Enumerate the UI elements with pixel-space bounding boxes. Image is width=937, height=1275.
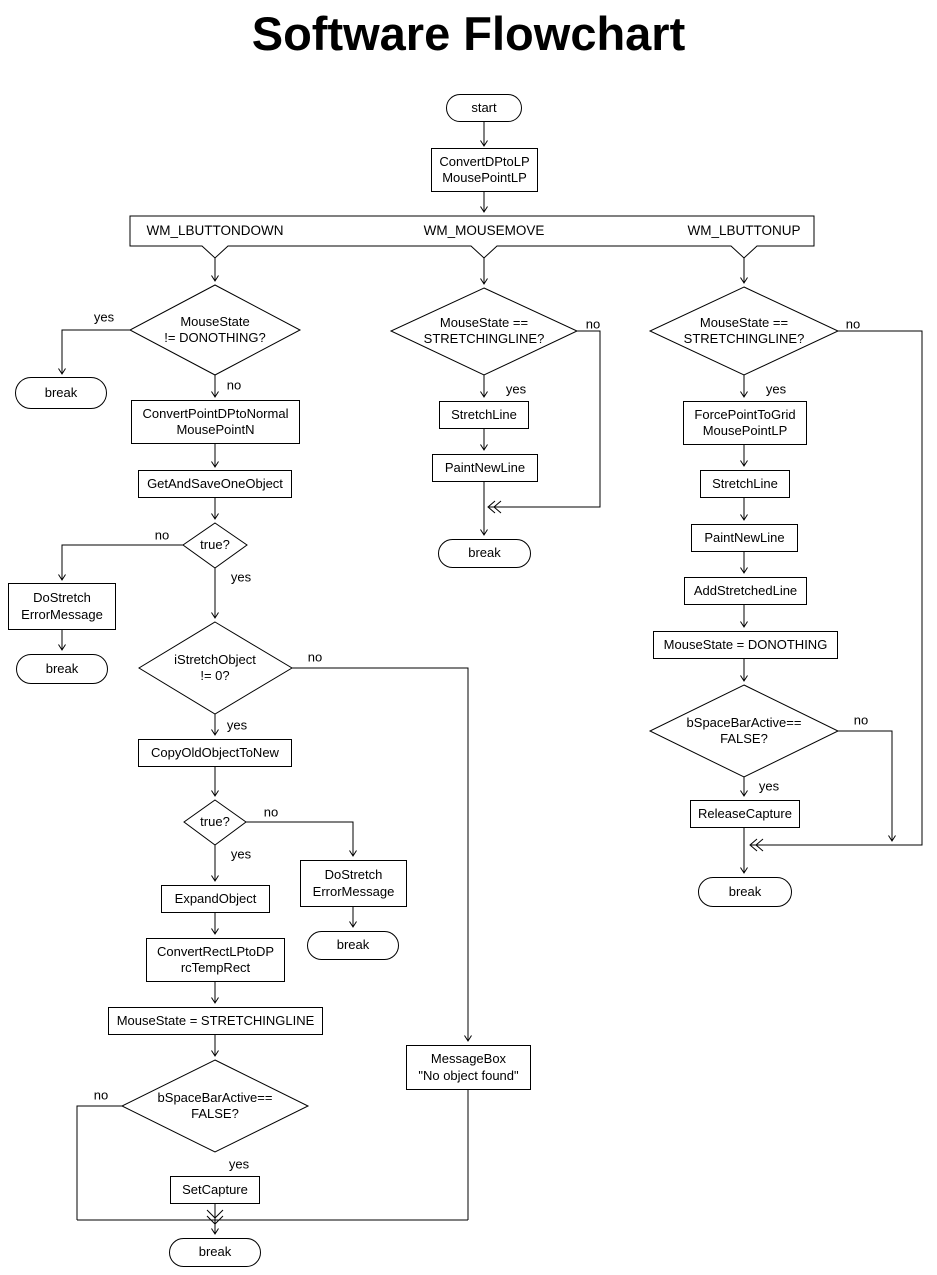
process-stretch-line-2: StretchLine: [700, 470, 790, 498]
process-stretch-line-1: StretchLine: [439, 401, 529, 429]
decision-true-1: true?: [200, 536, 230, 552]
process-do-stretch-error-2: DoStretch ErrorMessage: [300, 860, 407, 907]
process-convert-rect-lp-to-dp: ConvertRectLPtoDP rcTempRect: [146, 938, 285, 982]
decision-bspacebar-2: bSpaceBarActive== FALSE?: [686, 714, 802, 746]
label-yes-bspacebar-2: yes: [758, 778, 780, 794]
process-mousestate-donothing: MouseState = DONOTHING: [653, 631, 838, 659]
process-add-stretched-line: AddStretchedLine: [684, 577, 807, 605]
band-label-lbuttondown: WM_LBUTTONDOWN: [146, 223, 284, 238]
process-get-and-save-one-object: GetAndSaveOneObject: [138, 470, 292, 498]
label-yes-mousemove: yes: [505, 381, 527, 397]
break-terminator-2: break: [16, 654, 108, 684]
process-paint-new-line-1: PaintNewLine: [432, 454, 538, 482]
process-convert-point-dp-to-normal: ConvertPointDPtoNormal MousePointN: [131, 400, 300, 444]
label-no-bspacebar-1: no: [93, 1087, 109, 1103]
process-message-box: MessageBox "No object found": [406, 1045, 531, 1090]
process-force-point-to-grid: ForcePointToGrid MousePointLP: [683, 401, 807, 445]
process-paint-new-line-2: PaintNewLine: [691, 524, 798, 552]
label-yes-istretch: yes: [226, 717, 248, 733]
label-yes-true-1: yes: [230, 569, 252, 585]
label-yes-buttonup: yes: [765, 381, 787, 397]
decision-mousestate-not-donothing: MouseState != DONOTHING?: [164, 313, 266, 345]
process-expand-object: ExpandObject: [161, 885, 270, 913]
band-label-lbuttonup: WM_LBUTTONUP: [687, 223, 801, 238]
process-mousestate-stretchingline: MouseState = STRETCHINGLINE: [108, 1007, 323, 1035]
decision-true-2: true?: [200, 813, 230, 829]
band-label-mousemove: WM_MOUSEMOVE: [423, 223, 545, 238]
decision-mousemove-stretchingline: MouseState == STRETCHINGLINE?: [423, 314, 545, 346]
label-no-donothing: no: [226, 377, 242, 393]
break-terminator-4: break: [169, 1238, 261, 1267]
label-no-mousemove: no: [585, 316, 601, 332]
label-no-istretch: no: [307, 649, 323, 665]
page-title: Software Flowchart: [251, 7, 686, 60]
process-convert-dp-to-lp: ConvertDPtoLP MousePointLP: [431, 148, 538, 192]
label-no-buttonup: no: [845, 316, 861, 332]
break-terminator-3: break: [307, 931, 399, 960]
break-terminator-6: break: [698, 877, 792, 907]
label-no-true-2: no: [263, 804, 279, 820]
label-yes-true-2: yes: [230, 846, 252, 862]
label-yes-donothing: yes: [93, 309, 115, 325]
label-no-true-1: no: [154, 527, 170, 543]
decision-buttonup-stretchingline: MouseState == STRETCHINGLINE?: [683, 314, 805, 346]
process-release-capture: ReleaseCapture: [690, 800, 800, 828]
label-no-bspacebar-2: no: [853, 712, 869, 728]
break-terminator-1: break: [15, 377, 107, 409]
process-copy-old-object-to-new: CopyOldObjectToNew: [138, 739, 292, 767]
decision-istretch-object: iStretchObject != 0?: [174, 651, 256, 683]
start-terminator: start: [446, 94, 522, 122]
break-terminator-5: break: [438, 539, 531, 568]
process-do-stretch-error-1: DoStretch ErrorMessage: [8, 583, 116, 630]
decision-bspacebar-1: bSpaceBarActive== FALSE?: [157, 1089, 273, 1121]
process-set-capture: SetCapture: [170, 1176, 260, 1204]
label-yes-bspacebar-1: yes: [228, 1156, 250, 1172]
